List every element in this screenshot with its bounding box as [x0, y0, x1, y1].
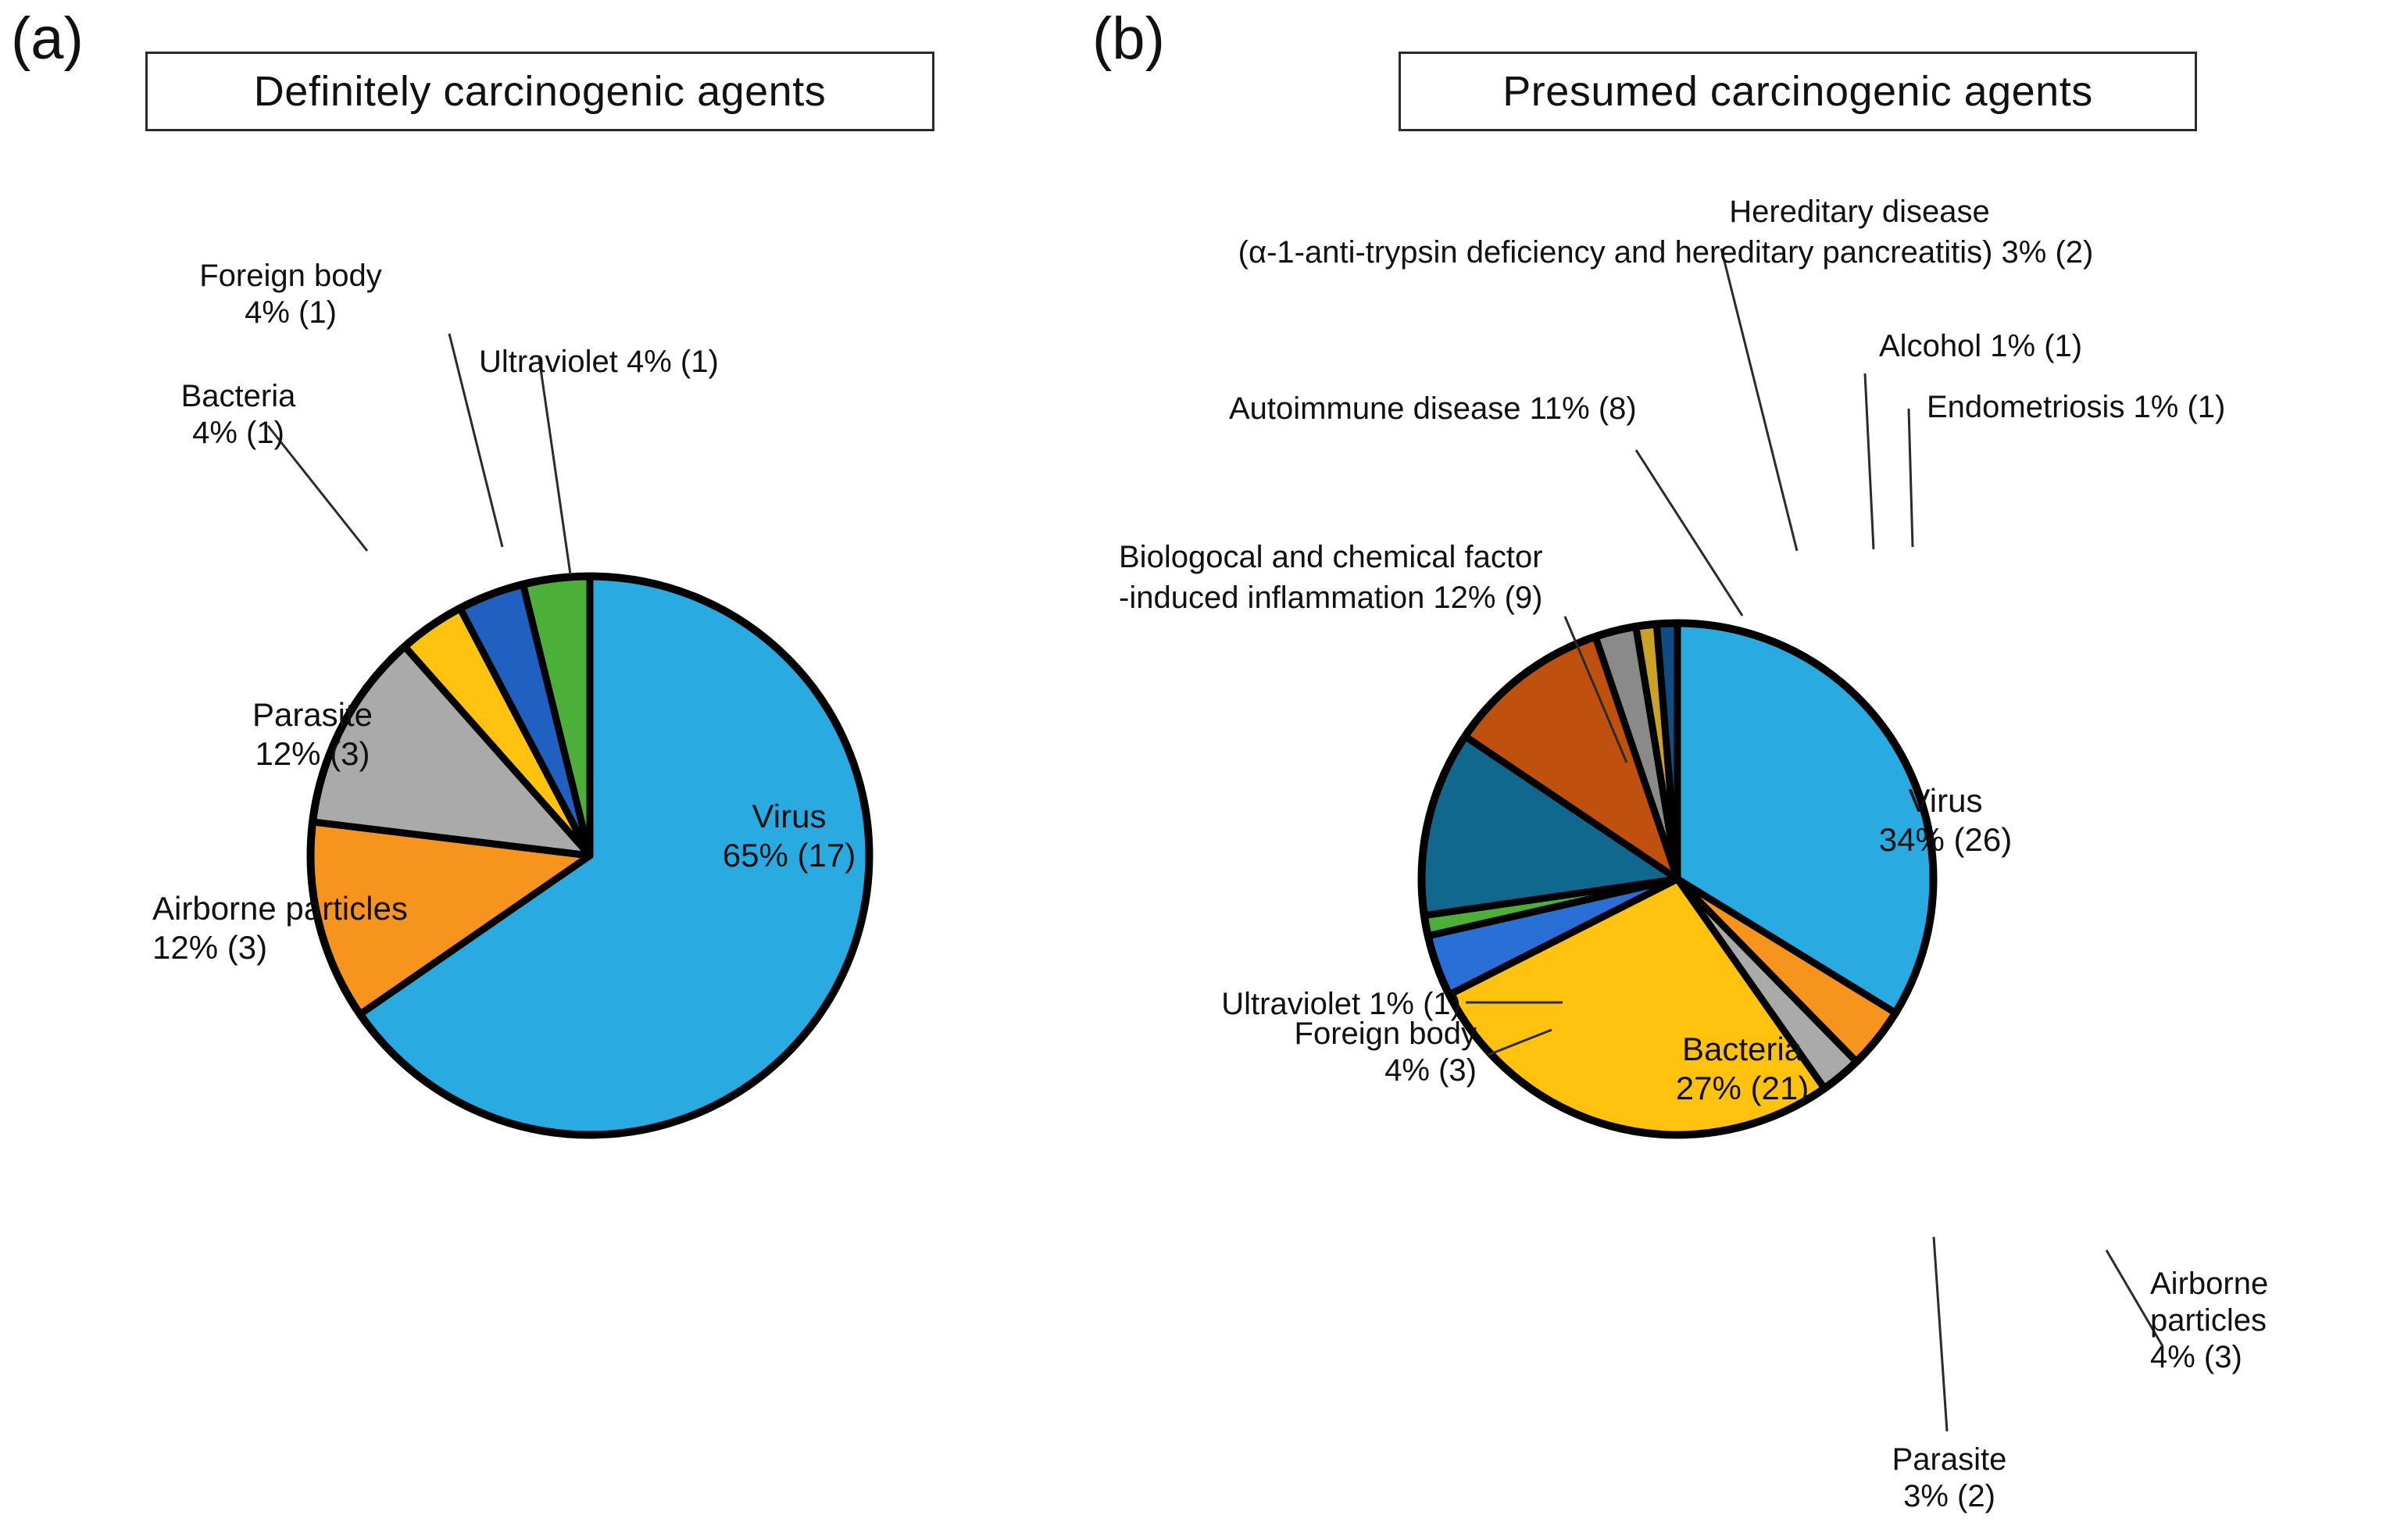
label-b-alcohol: Alcohol 1% (1) [1879, 329, 2083, 363]
label-b-bacteria: Bacteria 27% (21) [1675, 1031, 1809, 1107]
label-b-autoimmune-disease: Autoimmune disease 11% (8) [1229, 391, 1637, 426]
label-b-biological-line1: Biologocal and chemical factor [1119, 540, 1543, 574]
leader-b-foreign-body [1488, 1028, 1552, 1056]
label-a-foreign-body: Foreign body 4% (1) [199, 259, 382, 331]
label-b-virus: Virus 34% (26) [1878, 782, 2013, 859]
panel-a-title: Definitely carcinogenic agents [253, 68, 827, 115]
panel-letter-b: (b) [1092, 5, 1165, 72]
panel-b-title: Presumed carcinogenic agents [1502, 68, 2093, 115]
panel-letter-a: (a) [11, 5, 84, 72]
label-a-airborne-particles: Airborne particles 12% (3) [152, 890, 408, 967]
label-b-airborne-particles: Airborne particles 4% (3) [2150, 1267, 2269, 1375]
leader-a-bacteria [266, 425, 369, 552]
pie-slice-parasite[interactable] [309, 643, 594, 859]
panel-a-title-box: Definitely carcinogenic agents [145, 52, 934, 131]
pie-slice-airborne-particles[interactable] [307, 818, 594, 1018]
pie-slice-biologocal-and-chemical-factor-induced-inflammation[interactable] [1418, 733, 1681, 920]
label-a-bacteria: Bacteria 4% (1) [180, 379, 296, 451]
leader-a-ultraviolet [538, 357, 572, 575]
leader-lines [266, 248, 2164, 1432]
leader-a-foreign-body [448, 333, 504, 548]
label-b-ultraviolet: Ultraviolet 1% (1) [1221, 987, 1461, 1021]
leader-b-parasite [1932, 1236, 1949, 1432]
leader-b-autoimmune [1634, 449, 1744, 616]
label-b-biological-line2: -induced inflammation 12% (9) [1119, 581, 1543, 615]
label-b-endometriosis: Endometriosis 1% (1) [1927, 390, 2226, 424]
label-b-foreign-body: Foreign body 4% (3) [1294, 1017, 1477, 1088]
pie-slice-endometriosis[interactable] [1652, 620, 1681, 883]
pie-slice-ultraviolet[interactable] [520, 573, 594, 859]
pie-chart-a [306, 572, 873, 1139]
leader-b-hereditary [1720, 248, 1799, 552]
leader-b-endometriosis [1907, 408, 1914, 548]
pie-slice-autoimmune-disease[interactable] [1462, 633, 1681, 883]
label-a-virus: Virus 65% (17) [722, 798, 856, 874]
label-b-hereditary-line2: (α-1-anti-trypsin deficiency and heredit… [1238, 235, 2094, 270]
label-b-parasite: Parasite 3% (2) [1892, 1442, 2007, 1514]
label-a-ultraviolet: Ultraviolet 4% (1) [479, 345, 719, 379]
label-b-hereditary-line1: Hereditary disease [1729, 195, 1990, 229]
label-a-parasite: Parasite 12% (3) [252, 696, 373, 773]
panel-b-title-box: Presumed carcinogenic agents [1399, 52, 2197, 131]
leader-b-biological [1563, 616, 1628, 763]
pie-slice-virus[interactable] [356, 573, 873, 1138]
pie-slice-bacteria[interactable] [1445, 875, 1828, 1138]
leader-b-airborne [2105, 1249, 2164, 1347]
leader-b-alcohol [1863, 373, 1875, 550]
pie-chart-b [1417, 619, 1938, 1139]
